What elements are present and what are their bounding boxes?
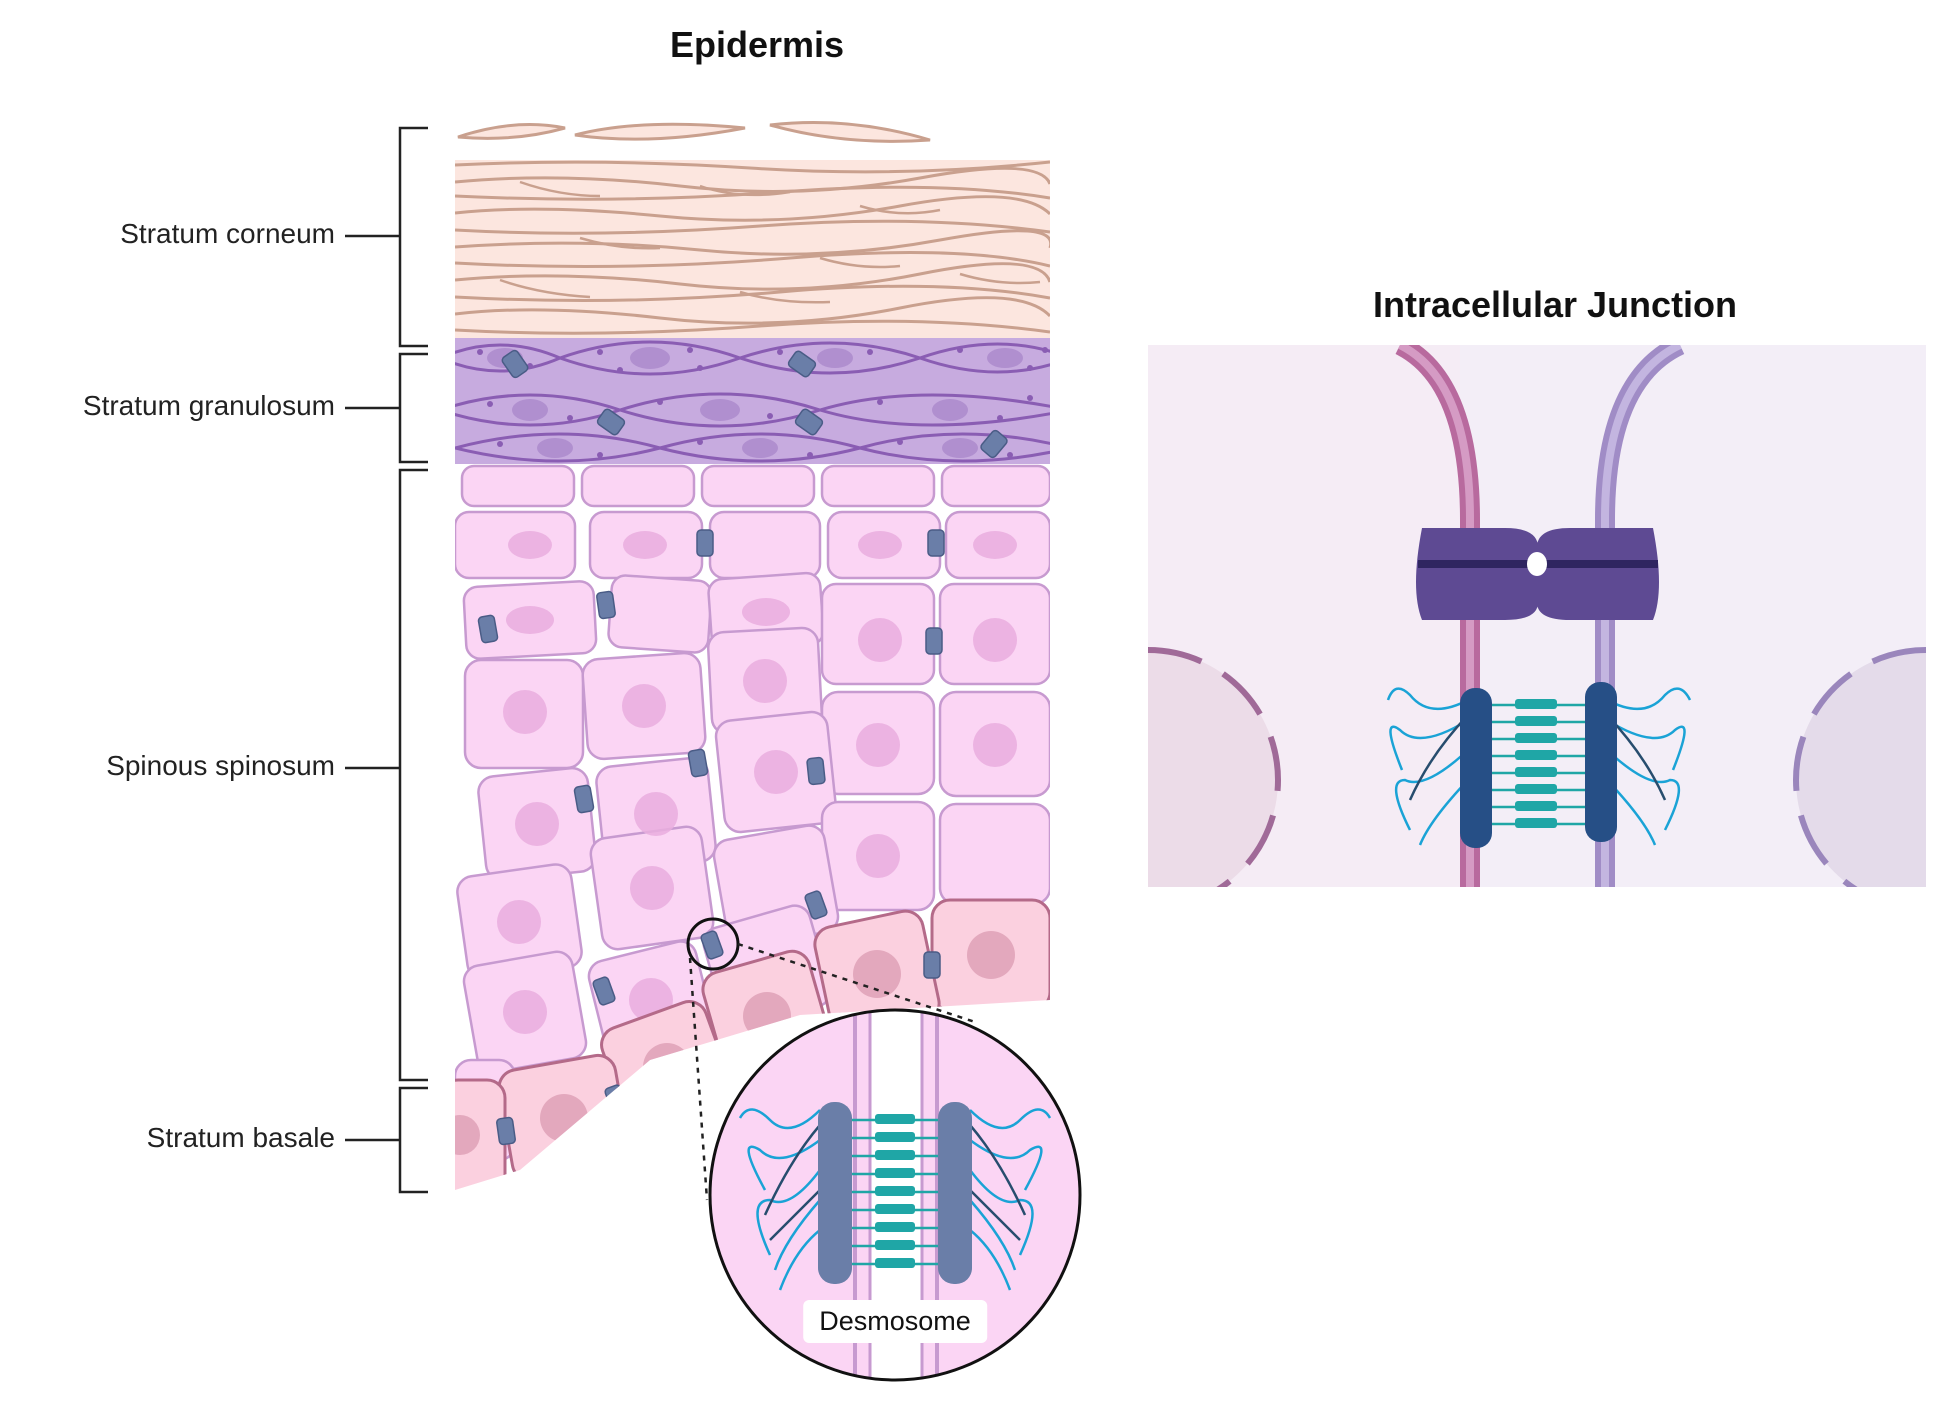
label-spinous-spinosum: Spinous spinosum [106, 750, 335, 781]
bracket-basale [398, 1086, 428, 1194]
zoom-indicator [686, 917, 976, 1201]
label-stratum-granulosum: Stratum granulosum [82, 390, 335, 421]
right-nucleus [1796, 650, 1926, 887]
epidermis-title: Epidermis [669, 24, 845, 65]
left-nucleus [1148, 650, 1278, 887]
bracket-spinosum [398, 468, 428, 1082]
corneum-flakes [457, 121, 931, 143]
bracket-granulosum [398, 352, 428, 464]
label-stratum-corneum: Stratum corneum [120, 218, 335, 249]
epidermis-tissue [455, 121, 1050, 1190]
layer-brackets [345, 126, 428, 1194]
junction-protein [1416, 528, 1659, 620]
right-plaque [1585, 682, 1617, 842]
label-stratum-basale: Stratum basale [146, 1122, 335, 1153]
junction-panel [1148, 345, 1926, 887]
bracket-corneum [398, 126, 428, 348]
junction-title: Intracellular Junction [1372, 284, 1738, 325]
stratum-granulosum-layer [455, 338, 1050, 466]
stratum-corneum-layer [455, 160, 1050, 340]
left-plaque [1460, 688, 1492, 848]
desmosome-label: Desmosome [803, 1300, 987, 1343]
